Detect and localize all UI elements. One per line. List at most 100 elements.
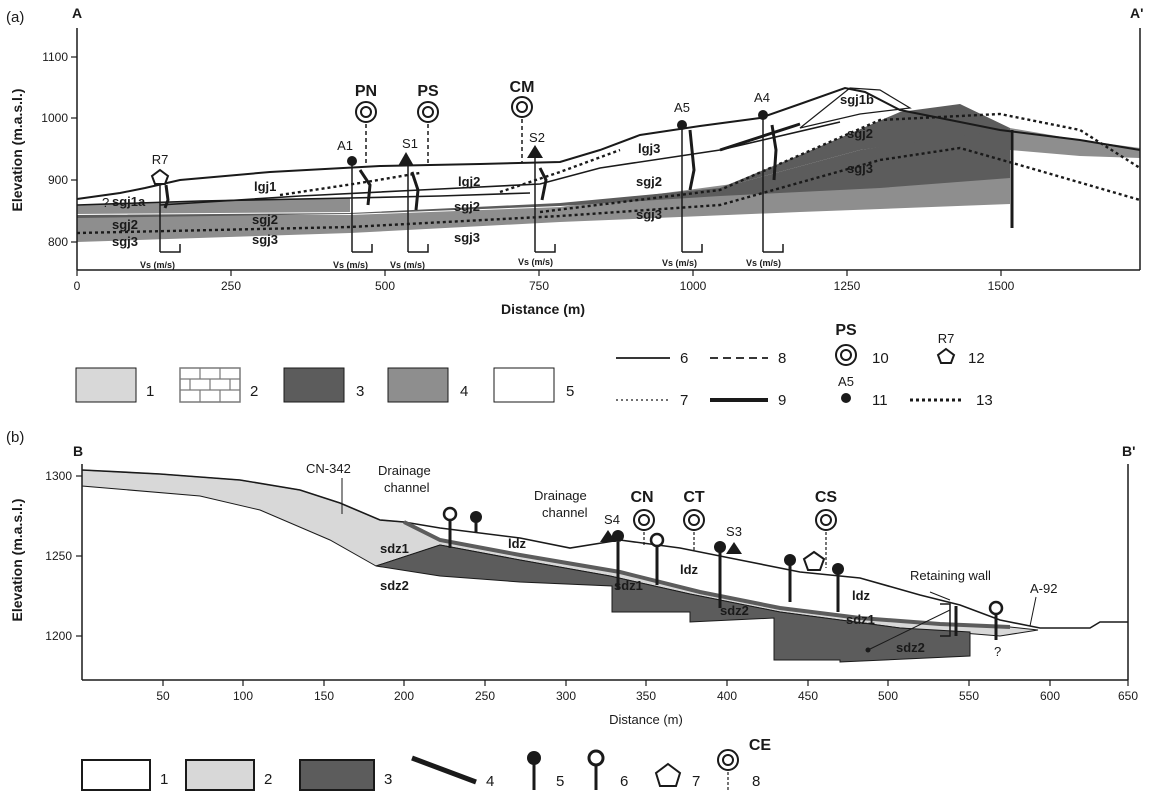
sgj1a-layer (77, 198, 350, 214)
y-tick-a-1: 900 (48, 173, 68, 187)
y-tick-b-2: 1300 (45, 469, 72, 483)
legend-a-item-5: 5 (566, 383, 574, 400)
panel-b: (b) B B' (6, 429, 1138, 727)
x-tick-a-4: 1000 (680, 279, 707, 293)
y-axis-title-a: Elevation (m.a.s.l.) (9, 89, 25, 212)
station-a1: A1 (337, 138, 357, 166)
retaining-wall (940, 603, 951, 637)
sdz2-layer (375, 544, 971, 663)
unit-sdz2-mid: sdz2 (720, 603, 749, 618)
unit-sgj2-west: sgj2 (112, 217, 138, 232)
dashed-boundary-3 (76, 146, 1141, 235)
y-tick-a-0: 800 (48, 235, 68, 249)
dashed-boundary-4 (539, 112, 1141, 214)
legend-b-item-7: 7 (692, 773, 700, 790)
svg-text:A4: A4 (754, 90, 770, 105)
svg-text:A5: A5 (674, 100, 690, 115)
unit-ldz-1: ldz (508, 536, 527, 551)
station-s4: S4 (600, 512, 620, 542)
svg-text:Vs (m/s): Vs (m/s) (390, 260, 425, 270)
x-tick-a-6: 1500 (988, 279, 1015, 293)
legend-b-borehole-open (587, 749, 605, 767)
legend-a-ps-label: PS (835, 322, 857, 339)
label-drainage1-line1: Drainage (378, 463, 431, 478)
sgj2-layer (77, 128, 1010, 218)
legend-a-item-9: 9 (778, 392, 786, 409)
legend-a-swatch-5 (493, 367, 555, 403)
svg-text:S4: S4 (604, 512, 620, 527)
unit-sgj2-east: sgj2 (636, 174, 662, 189)
boreholes-b (448, 520, 998, 640)
label-drainage2-line2: channel (542, 505, 588, 520)
vs-curves (163, 124, 778, 211)
svg-text:R7: R7 (152, 152, 169, 167)
station-a4: A4 (754, 90, 770, 120)
svg-text:S3: S3 (726, 524, 742, 539)
station-s2: S2 (527, 130, 545, 158)
x-tick-b-3: 200 (394, 689, 414, 703)
retaining-wall-pointer (867, 591, 951, 651)
legend-b-ce-label: CE (749, 737, 772, 754)
x-axis-title-b: Distance (m) (609, 712, 683, 727)
legend-b-pentagon (654, 762, 682, 787)
unit-question-b: ? (994, 644, 1001, 659)
unit-lgj3: lgj3 (638, 141, 660, 156)
svg-text:Vs (m/s): Vs (m/s) (746, 258, 781, 268)
panel-a: (a) A A' (6, 5, 1143, 317)
x-tick-a-0: 0 (74, 279, 81, 293)
legend-b-item-1: 1 (160, 771, 168, 788)
unit-sgj3-mid: sgj3 (454, 230, 480, 245)
x-tick-b-1: 100 (233, 689, 253, 703)
station-cs: CS (815, 489, 838, 568)
legend-b-line-4 (411, 755, 477, 785)
x-tick-b-5: 300 (556, 689, 576, 703)
legend-b-item-2: 2 (264, 771, 272, 788)
y-ticks-b (76, 475, 82, 637)
unit-sgj3-hill: sgj3 (847, 161, 873, 176)
x-tick-b-7: 400 (717, 689, 737, 703)
unit-sgj1b: sgj1b (840, 92, 874, 107)
svg-text:Vs (m/s): Vs (m/s) (140, 260, 175, 270)
section-a-start: A (72, 5, 82, 21)
x-tick-b-9: 500 (878, 689, 898, 703)
borehole-markers-b (442, 506, 1004, 616)
legend-a-borehole-symbol (841, 393, 851, 403)
x-tick-a-2: 500 (375, 279, 395, 293)
label-cn342: CN-342 (306, 461, 351, 476)
x-axis-title-a: Distance (m) (501, 301, 585, 317)
legend-b-station-symbol (717, 749, 739, 771)
sliding-surface (403, 520, 1011, 629)
x-ticks-a (76, 270, 1002, 276)
svg-text:Vs (m/s): Vs (m/s) (333, 260, 368, 270)
station-pn: PN (355, 83, 377, 166)
x-tick-b-8: 450 (798, 689, 818, 703)
sgj3-layer (77, 150, 1010, 242)
x-tick-a-5: 1250 (834, 279, 861, 293)
legend-a-pentagon-symbol (936, 347, 956, 364)
dashed-boundary-2 (499, 148, 621, 194)
station-ct: CT (683, 489, 705, 550)
unit-lgj2: lgj2 (458, 174, 480, 189)
x-tick-b-11: 600 (1040, 689, 1060, 703)
unit-ldz-2: ldz (680, 562, 699, 577)
pentagon-marker-b (802, 550, 826, 571)
sgj2-east-layer (720, 104, 1010, 188)
legend-a-station-symbol (835, 344, 857, 366)
svg-text:CS: CS (815, 489, 838, 506)
x-tick-b-2: 150 (314, 689, 334, 703)
legend-b-swatch-2 (185, 759, 255, 791)
station-ps: PS (417, 83, 439, 166)
svg-text:PN: PN (355, 83, 377, 100)
legend-b-item-8: 8 (752, 773, 760, 790)
station-a5: A5 (674, 100, 690, 130)
svg-text:PS: PS (417, 83, 439, 100)
x-tick-b-0: 50 (156, 689, 170, 703)
unit-sgj3-west: sgj3 (112, 234, 138, 249)
svg-text:S1: S1 (402, 136, 418, 151)
legend-a-item-4: 4 (460, 383, 468, 400)
section-b-end: B' (1122, 443, 1135, 459)
legend-a: 1 2 3 4 5 6 7 8 9 PS 10 A5 (75, 322, 993, 409)
station-cm: CM (510, 79, 534, 162)
svg-text:Vs (m/s): Vs (m/s) (662, 258, 697, 268)
x-tick-b-6: 350 (636, 689, 656, 703)
